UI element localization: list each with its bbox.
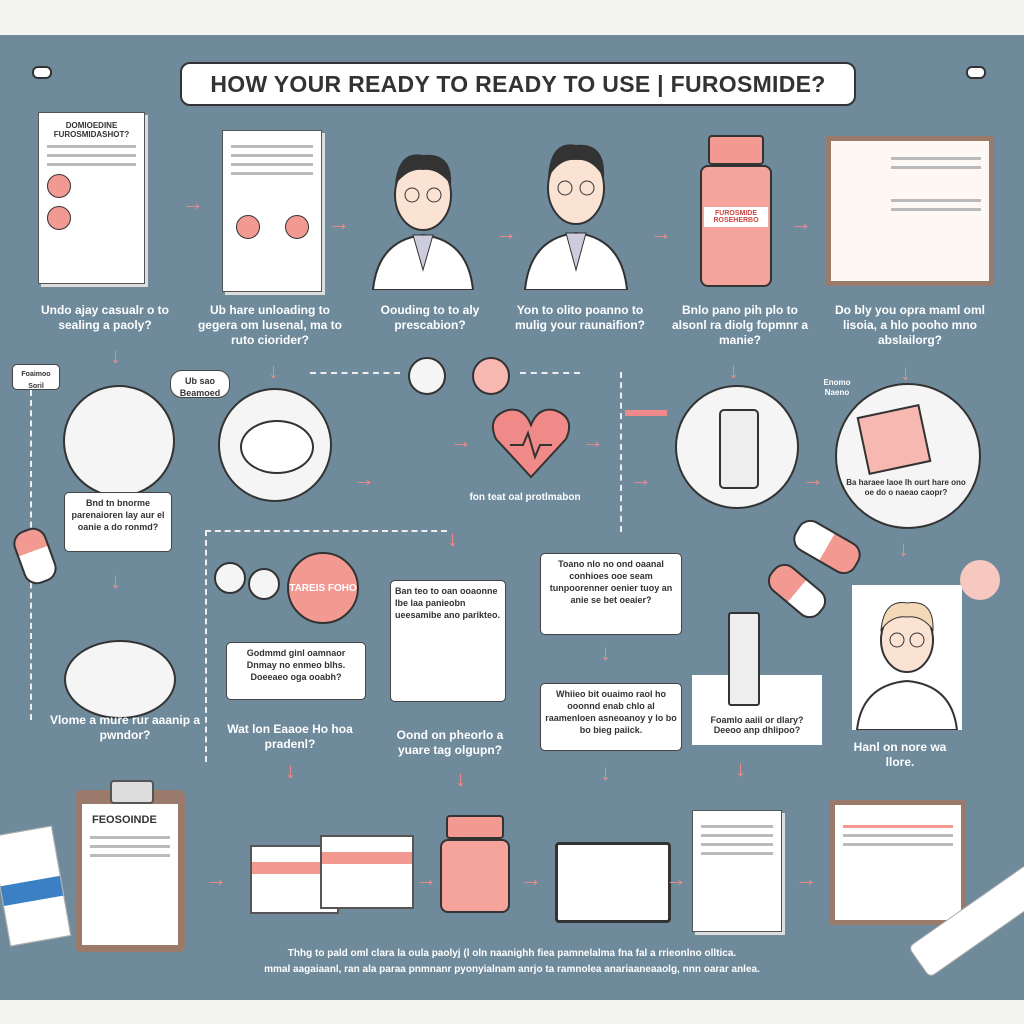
medicine-boxes: [250, 835, 414, 915]
arrow-down-icon: ↓: [110, 568, 121, 593]
tablet-icon: [214, 562, 246, 594]
arrow-down-icon: ↓: [285, 758, 296, 783]
pill-pack-circle: [835, 383, 981, 529]
document-heading: DOMIOEDINE FUROSMIDASHOT?: [53, 121, 130, 139]
dashed-connector: [520, 372, 580, 374]
arrow-right-icon: →: [328, 210, 350, 235]
organ-icon: [472, 357, 510, 395]
leaflet-document: [222, 130, 322, 292]
info-box: Godmmd ginl oamnaor Dnmay no enmeo blhs.…: [226, 642, 366, 700]
doctor-icon: [855, 602, 959, 731]
step-caption: Do bly you opra maml oml lisoia, a hlo p…: [834, 303, 986, 347]
arrow-down-icon: ↓: [455, 766, 466, 791]
page-title: HOW YOUR READY TO READY TO USE | FUROSMI…: [180, 62, 856, 106]
tablet-icon: [248, 568, 280, 600]
organ-icon: [284, 215, 309, 239]
info-panel-text: Foamlo aaiil or dlary? Deeoo anp dhlipoo…: [710, 715, 804, 735]
decor-shape: [960, 560, 1000, 600]
heart-caption: fon teat oal protlmabon: [469, 492, 581, 503]
doctor-icon: [523, 144, 629, 290]
arrow-down-icon: ↓: [268, 358, 279, 383]
step-caption: Oouding to to aly prescabion?: [380, 303, 480, 332]
arrow-right-icon: →: [495, 220, 517, 245]
footer-text: mmal aagaiaanl, ran ala paraa pnmnanr py…: [264, 964, 760, 975]
patient-scale-circle: [63, 385, 175, 497]
dashed-connector: [205, 530, 447, 762]
arrow-right-icon: →: [582, 428, 604, 453]
doctor-panel: [852, 585, 962, 731]
bottle-label: FUROSMIDE ROSEHERBO: [704, 207, 768, 227]
step-caption: Yon to olito poanno to mulig your raunai…: [515, 303, 646, 332]
arrow-right-icon: →: [650, 220, 672, 245]
step-caption: Hanl on nore wa llore.: [853, 740, 947, 769]
step-caption: Bnlo pano pih plo to alsonl ra diolg fop…: [671, 303, 808, 347]
bottle-circle: [675, 385, 799, 509]
pin-icon: [32, 66, 52, 79]
arrow-right-icon: →: [450, 428, 472, 453]
arrow-down-icon: ↓: [728, 358, 739, 383]
info-box: Ban teo to oan ooaonne Ibe laa panieobn …: [390, 580, 506, 702]
id-card: [555, 842, 671, 923]
arrow-right-icon: →: [353, 466, 375, 491]
dashed-connector: [580, 372, 622, 532]
clipboard: FEOSOINDE: [75, 780, 185, 952]
pills-stack-circle: [218, 388, 332, 502]
report-document: [692, 810, 782, 932]
step-caption: Undo ajay casualr o to sealing a paoly?: [40, 303, 170, 332]
info-box: Toano nlo no ond oaanal conhioes ooe sea…: [540, 553, 682, 635]
arrow-down-icon: ↓: [900, 360, 911, 385]
speech-bubble: Ub sao Beamoed: [170, 370, 230, 398]
arrow-right-icon: →: [665, 866, 687, 891]
note-tag: Foaimoo Soril: [12, 364, 60, 390]
step-caption: Oond on pheorlo a yuare tag olgupn?: [396, 728, 504, 757]
arrow-down-icon: ↓: [110, 343, 121, 368]
step-caption: Vlome a mure rur aaanip a pwndor?: [49, 713, 201, 742]
info-box: Bnd tn bnorme parenaioren lay aur el oan…: [64, 492, 172, 552]
connector-bar: [625, 410, 667, 416]
organ-icon: [47, 174, 71, 198]
step-caption: Wat lon Eaaoe Ho hoa pradenl?: [227, 722, 353, 751]
syringe-icon: [728, 612, 760, 706]
arrow-right-icon: →: [790, 210, 812, 235]
scissors-icon: [408, 357, 446, 395]
doctor-icon: [371, 154, 475, 290]
tablet-screen: [830, 800, 966, 925]
info-box: Whiieo bit ouaimo raol ho ooonnd enab ch…: [540, 683, 682, 751]
stamp-badge: TAREIS FOHO: [287, 552, 359, 624]
arrow-down-icon: ↓: [735, 756, 746, 781]
step-caption: Ub hare unloading to gegera om lusenal, …: [197, 303, 343, 347]
arrow-right-icon: →: [802, 466, 824, 491]
heart-icon: [492, 408, 570, 479]
pin-icon: [966, 66, 986, 79]
arrow-right-icon: →: [182, 190, 204, 215]
info-box-text: Ban teo to oan ooaonne Ibe laa panieobn …: [395, 586, 501, 620]
tablets-plate: [64, 640, 176, 719]
arrow-right-icon: →: [520, 866, 542, 891]
arrow-right-icon: →: [415, 866, 437, 891]
patient-info-document: DOMIOEDINE FUROSMIDASHOT?: [38, 112, 145, 284]
arrow-down-icon: ↓: [898, 536, 909, 561]
arrow-right-icon: →: [630, 466, 652, 491]
clipboard-heading: FEOSOINDE: [92, 814, 157, 826]
footer-text: Thhg to pald oml clara la oula paolyj (l…: [287, 948, 737, 959]
arrow-right-icon: →: [205, 866, 227, 891]
medicine-bottle: FUROSMIDE ROSEHERBO: [700, 135, 772, 287]
arrow-right-icon: →: [795, 866, 817, 891]
label-text: Enomo Naeno: [823, 378, 851, 397]
arrow-down-icon: ↓: [600, 640, 611, 665]
dashed-connector: [310, 372, 400, 374]
organ-icon: [235, 215, 260, 239]
info-board: [826, 136, 994, 286]
medicine-bottle: [440, 815, 510, 913]
circle-caption: Ba haraee laoe lh ourt hare ono oe do o …: [846, 478, 966, 497]
arrow-down-icon: ↓: [447, 526, 458, 551]
organ-icon: [47, 206, 71, 230]
arrow-down-icon: ↓: [600, 760, 611, 785]
info-panel: Foamlo aaiil or dlary? Deeoo anp dhlipoo…: [692, 675, 822, 745]
